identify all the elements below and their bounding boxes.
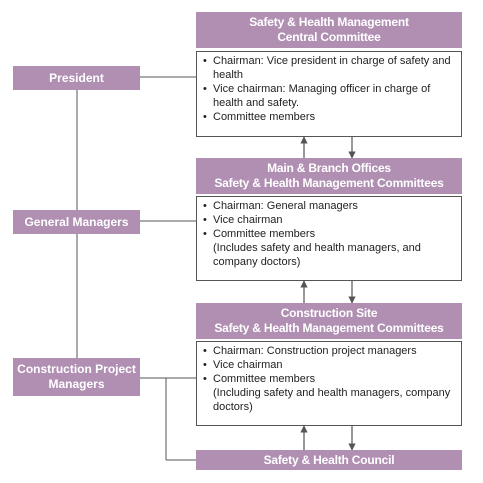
project-managers-label-line1: Construction Project <box>17 362 136 376</box>
central-committee-title-line1: Safety & Health Management <box>249 15 409 29</box>
site-committee-item: Committee members <box>203 372 457 386</box>
central-committee-item: Chairman: Vice president in charge of sa… <box>203 54 457 82</box>
central-committee-title-line2: Central Committee <box>277 30 381 44</box>
site-committee-details: Chairman: Construction project managers … <box>196 341 462 426</box>
site-committee-header: Construction Site Safety & Health Manage… <box>196 303 462 339</box>
site-committee-item: Vice chairman <box>203 358 457 372</box>
offices-committee-header: Main & Branch Offices Safety & Health Ma… <box>196 158 462 194</box>
offices-committee-title-line2: Safety & Health Management Committees <box>214 176 444 190</box>
president-box: President <box>13 66 140 90</box>
president-label: President <box>49 70 104 85</box>
site-committee-item: Chairman: Construction project managers <box>203 344 457 358</box>
offices-committee-note: (Includes safety and health managers, an… <box>213 242 421 268</box>
site-committee-title-line2: Safety & Health Management Committees <box>214 321 444 335</box>
general-managers-label: General Managers <box>24 214 129 229</box>
central-committee-header: Safety & Health Management Central Commi… <box>196 12 462 48</box>
site-committee-note: (Including safety and health managers, c… <box>213 387 451 413</box>
council-title: Safety & Health Council <box>263 452 395 467</box>
project-managers-box: Construction Project Managers <box>13 358 140 396</box>
project-managers-label-line2: Managers <box>48 377 105 391</box>
central-committee-item: Vice chairman: Managing officer in charg… <box>203 82 457 110</box>
council-box: Safety & Health Council <box>196 450 462 470</box>
offices-committee-item: Committee members <box>203 227 457 241</box>
offices-committee-title-line1: Main & Branch Offices <box>267 161 391 175</box>
site-committee-title-line1: Construction Site <box>280 306 378 320</box>
offices-committee-item: Vice chairman <box>203 213 457 227</box>
offices-committee-item: Chairman: General managers <box>203 199 457 213</box>
general-managers-box: General Managers <box>13 210 140 234</box>
central-committee-details: Chairman: Vice president in charge of sa… <box>196 51 462 137</box>
central-committee-item: Committee members <box>203 110 457 124</box>
offices-committee-details: Chairman: General managers Vice chairman… <box>196 196 462 281</box>
